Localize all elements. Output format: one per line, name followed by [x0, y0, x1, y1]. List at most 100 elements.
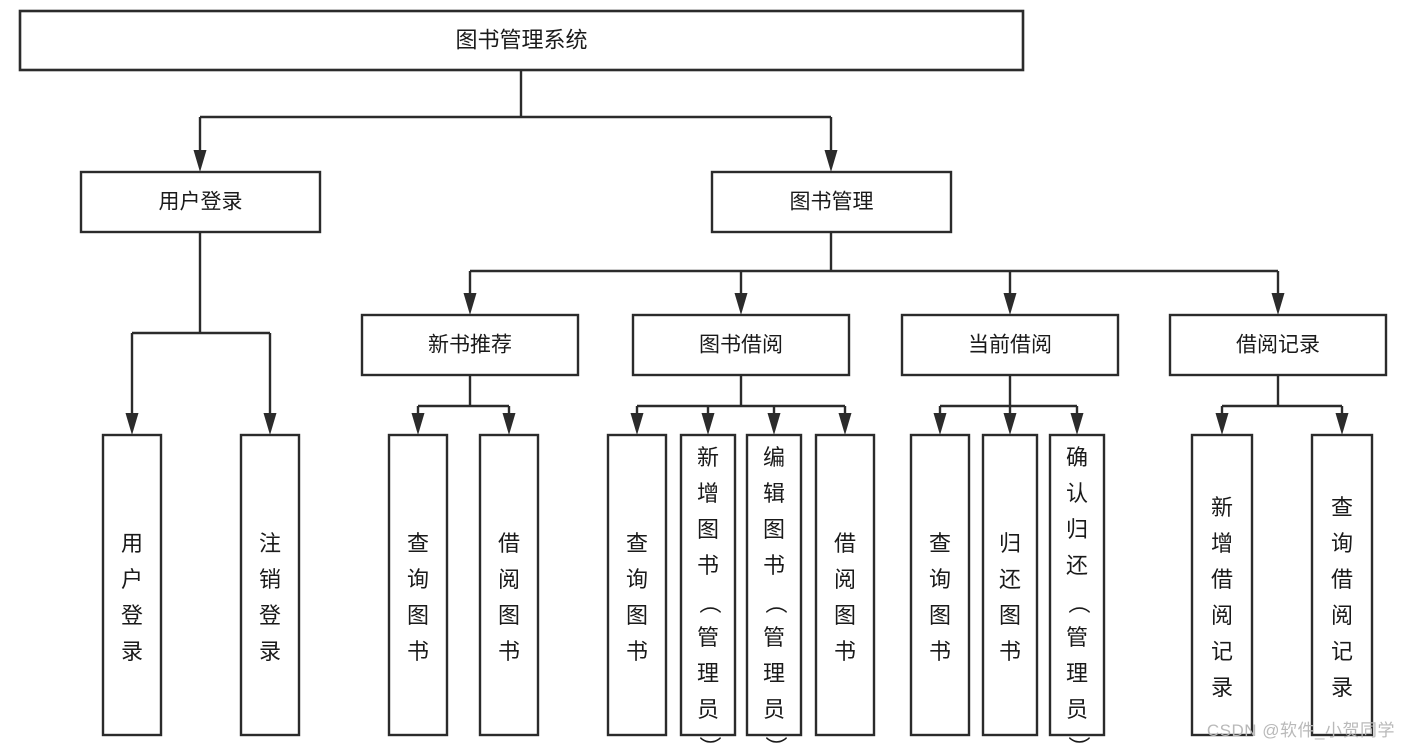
- node-label-char: 书: [929, 639, 951, 664]
- arrow-head: [933, 413, 947, 435]
- node-box: [79, 170, 322, 234]
- node-label-char: 阅: [1211, 603, 1233, 628]
- connector-borrow-record-to-leaves: [1215, 375, 1349, 435]
- node-label-char: 查: [626, 531, 648, 556]
- node-box: [1310, 433, 1374, 737]
- node-label-char: 确: [1066, 445, 1088, 470]
- node-label-char: 借: [834, 531, 856, 556]
- node-label-char: 登: [259, 603, 281, 628]
- node-label-char: 图: [498, 603, 520, 628]
- node-label-char: 记: [1331, 639, 1353, 664]
- node-label-char: 图: [407, 603, 429, 628]
- arrow-head: [630, 413, 644, 435]
- node-label-char: 管: [697, 625, 719, 650]
- arrow-head: [502, 413, 516, 435]
- node-label-char: 图: [834, 603, 856, 628]
- node-label-char: 书: [407, 639, 429, 664]
- arrow-head: [824, 150, 838, 172]
- node-book-borrow[interactable]: 图书借阅: [631, 313, 851, 377]
- node-label-char: 阅: [834, 567, 856, 592]
- node-box: [679, 433, 737, 737]
- node-new-book-recommend[interactable]: 新书推荐: [360, 313, 580, 377]
- node-label-char: 询: [1331, 531, 1353, 556]
- node-label-char: （: [763, 592, 788, 614]
- node-label-char: 编: [763, 445, 785, 470]
- node-box: [1168, 313, 1388, 377]
- node-current-borrow[interactable]: 当前借阅: [900, 313, 1120, 377]
- node-label-char: 理: [763, 661, 785, 686]
- node-label-char: 归: [1066, 517, 1088, 542]
- node-label-char: 查: [1331, 495, 1353, 520]
- node-box: [478, 433, 540, 737]
- node-label: 图书借阅: [699, 334, 783, 357]
- node-label-char: 阅: [1331, 603, 1353, 628]
- node-label-char: 图: [626, 603, 648, 628]
- node-label: 借阅记录: [1236, 334, 1320, 357]
- arrow-head: [125, 413, 139, 435]
- arrow-head: [263, 413, 277, 435]
- arrow-head: [1070, 413, 1084, 435]
- connector-user-login-to-leaves: [125, 232, 277, 435]
- node-label-char: 用: [121, 531, 143, 556]
- node-label-char: 查: [407, 531, 429, 556]
- node-box: [981, 433, 1039, 737]
- node-label-char: 借: [1331, 567, 1353, 592]
- node-label: 新书推荐: [428, 334, 512, 357]
- node-box: [239, 433, 301, 737]
- node-book-manage[interactable]: 图书管理: [710, 170, 953, 234]
- node-label-vertical: 用户登录: [121, 531, 143, 664]
- node-label-char: 查: [929, 531, 951, 556]
- node-user-login[interactable]: 用户登录: [79, 170, 322, 234]
- node-label-char: 阅: [498, 567, 520, 592]
- node-label: 用户登录: [159, 191, 243, 214]
- node-box: [1190, 433, 1254, 737]
- arrow-head: [411, 413, 425, 435]
- node-label-char: 员: [697, 697, 719, 722]
- node-root[interactable]: 图书管理系统: [18, 9, 1025, 72]
- node-label-char: 新: [697, 445, 719, 470]
- csdn-watermark: CSDN @软件_小贺同学: [1206, 721, 1395, 740]
- node-borrow-record[interactable]: 借阅记录: [1168, 313, 1388, 377]
- node-leaf-user-login[interactable]: 用户登录: [101, 433, 163, 737]
- node-label-char: 录: [1331, 675, 1353, 700]
- arrow-head: [1215, 413, 1229, 435]
- node-label-char: 书: [498, 639, 520, 664]
- node-box: [710, 170, 953, 234]
- node-label-char: 认: [1066, 481, 1088, 506]
- node-box: [606, 433, 668, 737]
- arrow-head: [1003, 293, 1017, 315]
- node-label-char: 录: [259, 639, 281, 664]
- node-label-char: 书: [834, 639, 856, 664]
- node-label-char: 借: [1211, 567, 1233, 592]
- connector-root-to-level1: [193, 70, 838, 172]
- node-label-char: 辑: [763, 481, 785, 506]
- arrow-head: [734, 293, 748, 315]
- node-label-char: （: [697, 592, 722, 614]
- node-box: [360, 313, 580, 377]
- node-label-char: 询: [407, 567, 429, 592]
- node-label: 图书管理系统: [455, 27, 587, 52]
- node-label: 图书管理: [790, 191, 874, 214]
